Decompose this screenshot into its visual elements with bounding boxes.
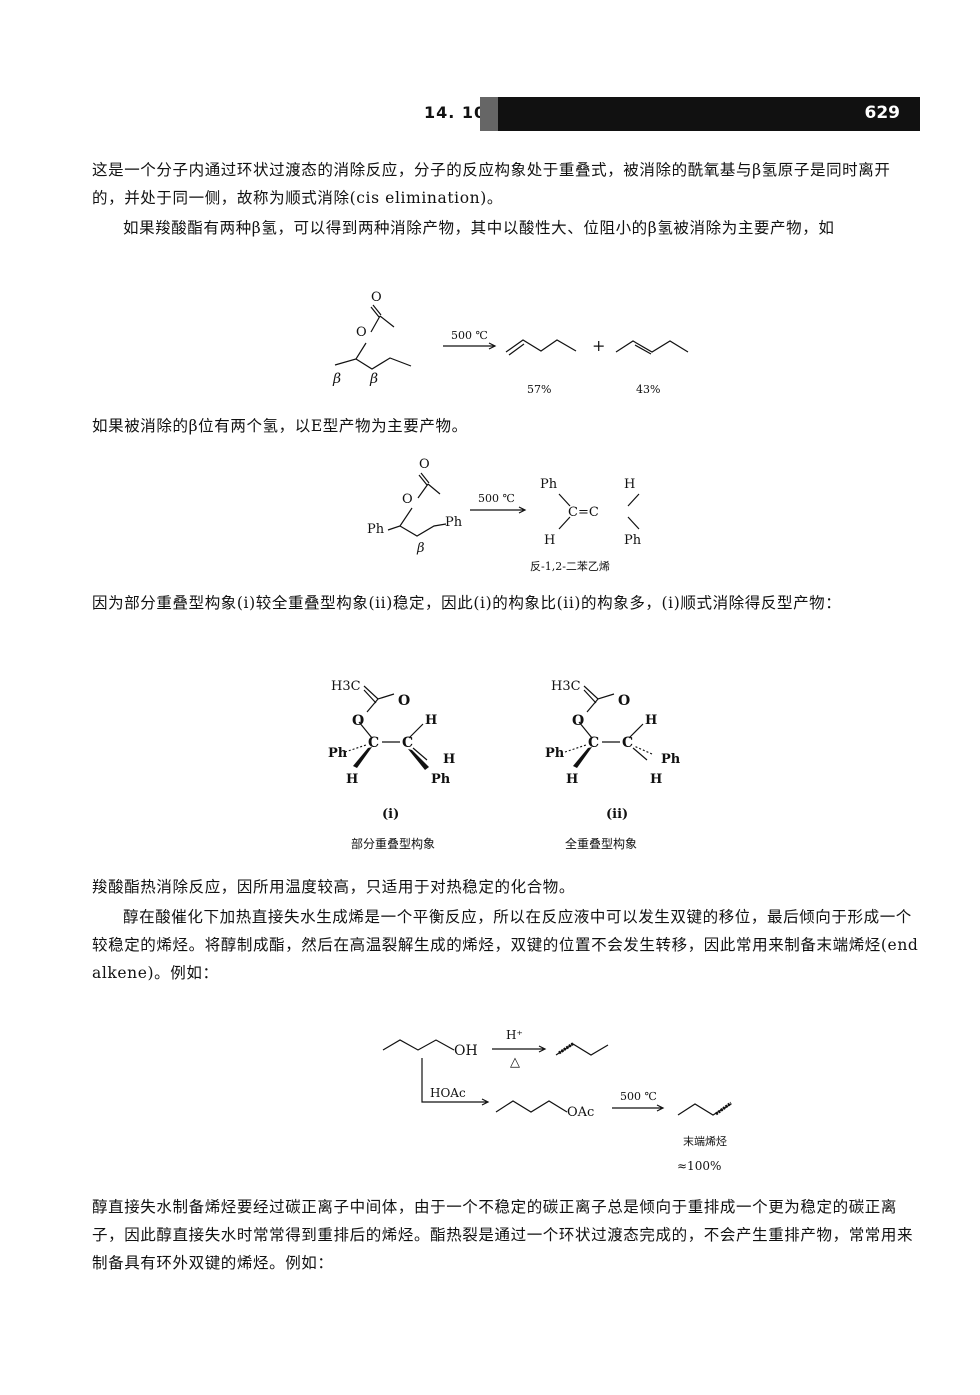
s4-yield: ≈100% bbox=[677, 1159, 721, 1173]
s2-product-ph-bottom: Ph bbox=[624, 533, 642, 548]
s2-product-ph-top: Ph bbox=[540, 477, 558, 492]
s3ii-ph-left: Ph bbox=[545, 746, 565, 761]
header-bar-edge bbox=[480, 97, 498, 131]
s3ii-carbonyl-o: O bbox=[618, 693, 630, 709]
s2-product-h-bottom: H bbox=[544, 533, 555, 548]
s3i-c-left: C bbox=[368, 735, 379, 751]
s2-condition: 500 ℃ bbox=[478, 492, 515, 505]
s3ii-h-bottom-right: H bbox=[650, 772, 662, 787]
paragraph-conformation: 因为部分重叠型构象(i)较全重叠型构象(ii)稳定，因此(i)的构象比(ii)的… bbox=[92, 594, 842, 612]
s4-hoac: HOAc bbox=[430, 1086, 466, 1100]
s2-ester-o: O bbox=[402, 492, 413, 507]
paragraph-end-alkene: 醇在酸催化下加热直接失水生成烯是一个平衡反应，所以在反应液中可以发生双键的移位，… bbox=[92, 908, 919, 982]
s3-caption-i: 部分重叠型构象 bbox=[351, 836, 435, 851]
s3i-carbonyl-o: O bbox=[398, 693, 410, 709]
s4-h-plus: H⁺ bbox=[506, 1028, 523, 1042]
s2-product-cc: C=C bbox=[568, 505, 599, 520]
s2-caption: 反-1,2-二苯乙烯 bbox=[530, 559, 610, 573]
s3i-ester-o: O bbox=[352, 713, 364, 729]
s4-oh: OH bbox=[454, 1043, 478, 1059]
paragraph-cis-elimination: 这是一个分子内通过环状过渡态的消除反应，分子的反应构象处于重叠式，被消除的酰氧基… bbox=[92, 161, 891, 207]
s2-ph-left: Ph bbox=[367, 522, 385, 537]
s2-ph-right: Ph bbox=[445, 515, 463, 530]
s4-caption: 末端烯烃 bbox=[683, 1134, 727, 1148]
s1-beta-right: β bbox=[369, 371, 378, 387]
s3ii-h-bottom: H bbox=[566, 772, 578, 787]
s3-label-i: (i) bbox=[382, 807, 399, 822]
s2-beta: β bbox=[416, 541, 425, 556]
s3i-ph-left: Ph bbox=[328, 746, 348, 761]
s3i-h-right: H bbox=[443, 752, 455, 767]
s3i-h-bottom: H bbox=[346, 772, 358, 787]
s1-yield-2: 43% bbox=[636, 383, 660, 396]
s3ii-c-left: C bbox=[588, 735, 599, 751]
page-number: 629 bbox=[864, 103, 901, 123]
s3-label-ii: (ii) bbox=[606, 807, 628, 822]
s1-carbonyl-o: O bbox=[371, 290, 382, 305]
s4-heat: △ bbox=[510, 1055, 520, 1070]
header-bar: 629 bbox=[480, 97, 920, 131]
s3ii-h-top: H bbox=[645, 713, 657, 728]
s1-condition: 500 ℃ bbox=[451, 329, 488, 342]
paragraph-e-product: 如果被消除的β位有两个氢，以E型产物为主要产物。 bbox=[92, 417, 468, 435]
s2-product-h-top: H bbox=[624, 477, 635, 492]
s4-oac: OAc bbox=[567, 1105, 594, 1120]
s1-yield-1: 57% bbox=[527, 383, 551, 396]
s3ii-c-right: C bbox=[622, 735, 633, 751]
s1-beta-left: β bbox=[332, 371, 341, 387]
s1-plus: + bbox=[592, 336, 605, 355]
paragraph-rearrangement: 醇直接失水制备烯烃要经过碳正离子中间体，由于一个不稳定的碳正离子总是倾向于重排成… bbox=[92, 1198, 914, 1272]
s3ii-ester-o: O bbox=[572, 713, 584, 729]
s3ii-h3c: H3C bbox=[551, 679, 581, 694]
s2-carbonyl-o: O bbox=[419, 457, 430, 472]
paragraph-two-beta-h: 如果羧酸酯有两种β氢，可以得到两种消除产物，其中以酸性大、位阻小的β氢被消除为主… bbox=[123, 219, 835, 237]
section-number: 14. 10 bbox=[424, 103, 487, 122]
s1-ester-o: O bbox=[356, 325, 367, 340]
paragraph-thermal-stability: 羧酸酯热消除反应，因所用温度较高，只适用于对热稳定的化合物。 bbox=[92, 878, 576, 896]
s4-condition: 500 ℃ bbox=[620, 1090, 657, 1103]
s3i-c-right: C bbox=[402, 735, 413, 751]
s3-caption-ii: 全重叠型构象 bbox=[565, 836, 637, 851]
s3i-h3c: H3C bbox=[331, 679, 361, 694]
s3ii-ph-right: Ph bbox=[661, 752, 681, 767]
s3i-h-top: H bbox=[425, 713, 437, 728]
s3i-ph-bottom: Ph bbox=[431, 772, 451, 787]
